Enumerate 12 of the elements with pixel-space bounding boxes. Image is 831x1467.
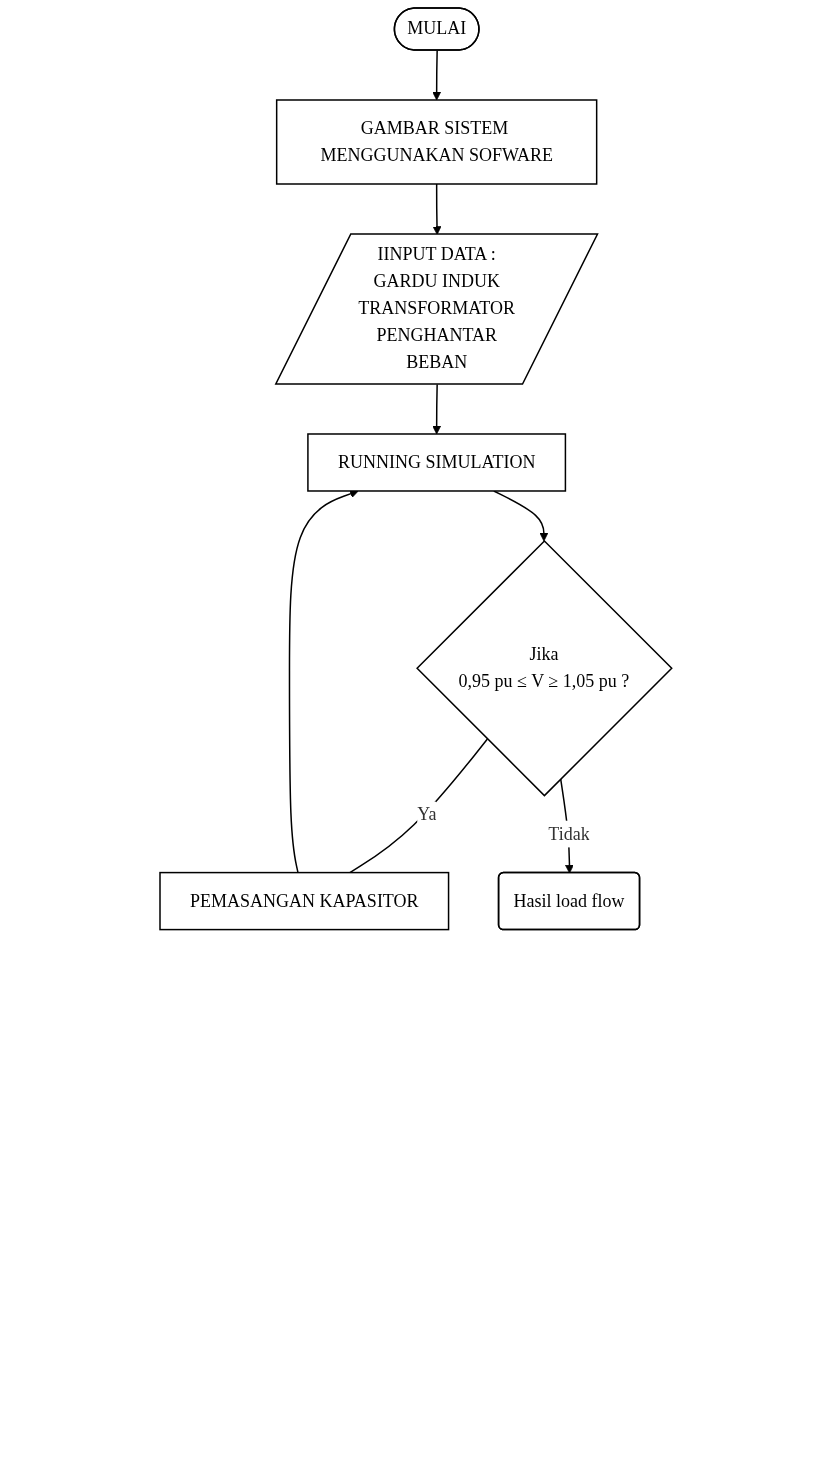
node-box: PEMASANGAN KAPASITOR [158, 871, 449, 931]
node-box: GAMBAR SISTEM MENGGUNAKAN SOFWARE [275, 99, 598, 185]
edge-label: Ya [416, 804, 437, 825]
node-box: RUNNING SIMULATION [306, 433, 566, 492]
connector [348, 738, 488, 874]
arrow [431, 49, 441, 101]
arrow [432, 183, 442, 235]
edge-label: Tidak [548, 823, 590, 844]
arrow [288, 489, 359, 874]
arrow [431, 383, 441, 435]
node-diamond: Jika 0,95 pu ≤ V ≥ 1,05 pu ? [415, 539, 673, 797]
arrow [492, 490, 548, 542]
